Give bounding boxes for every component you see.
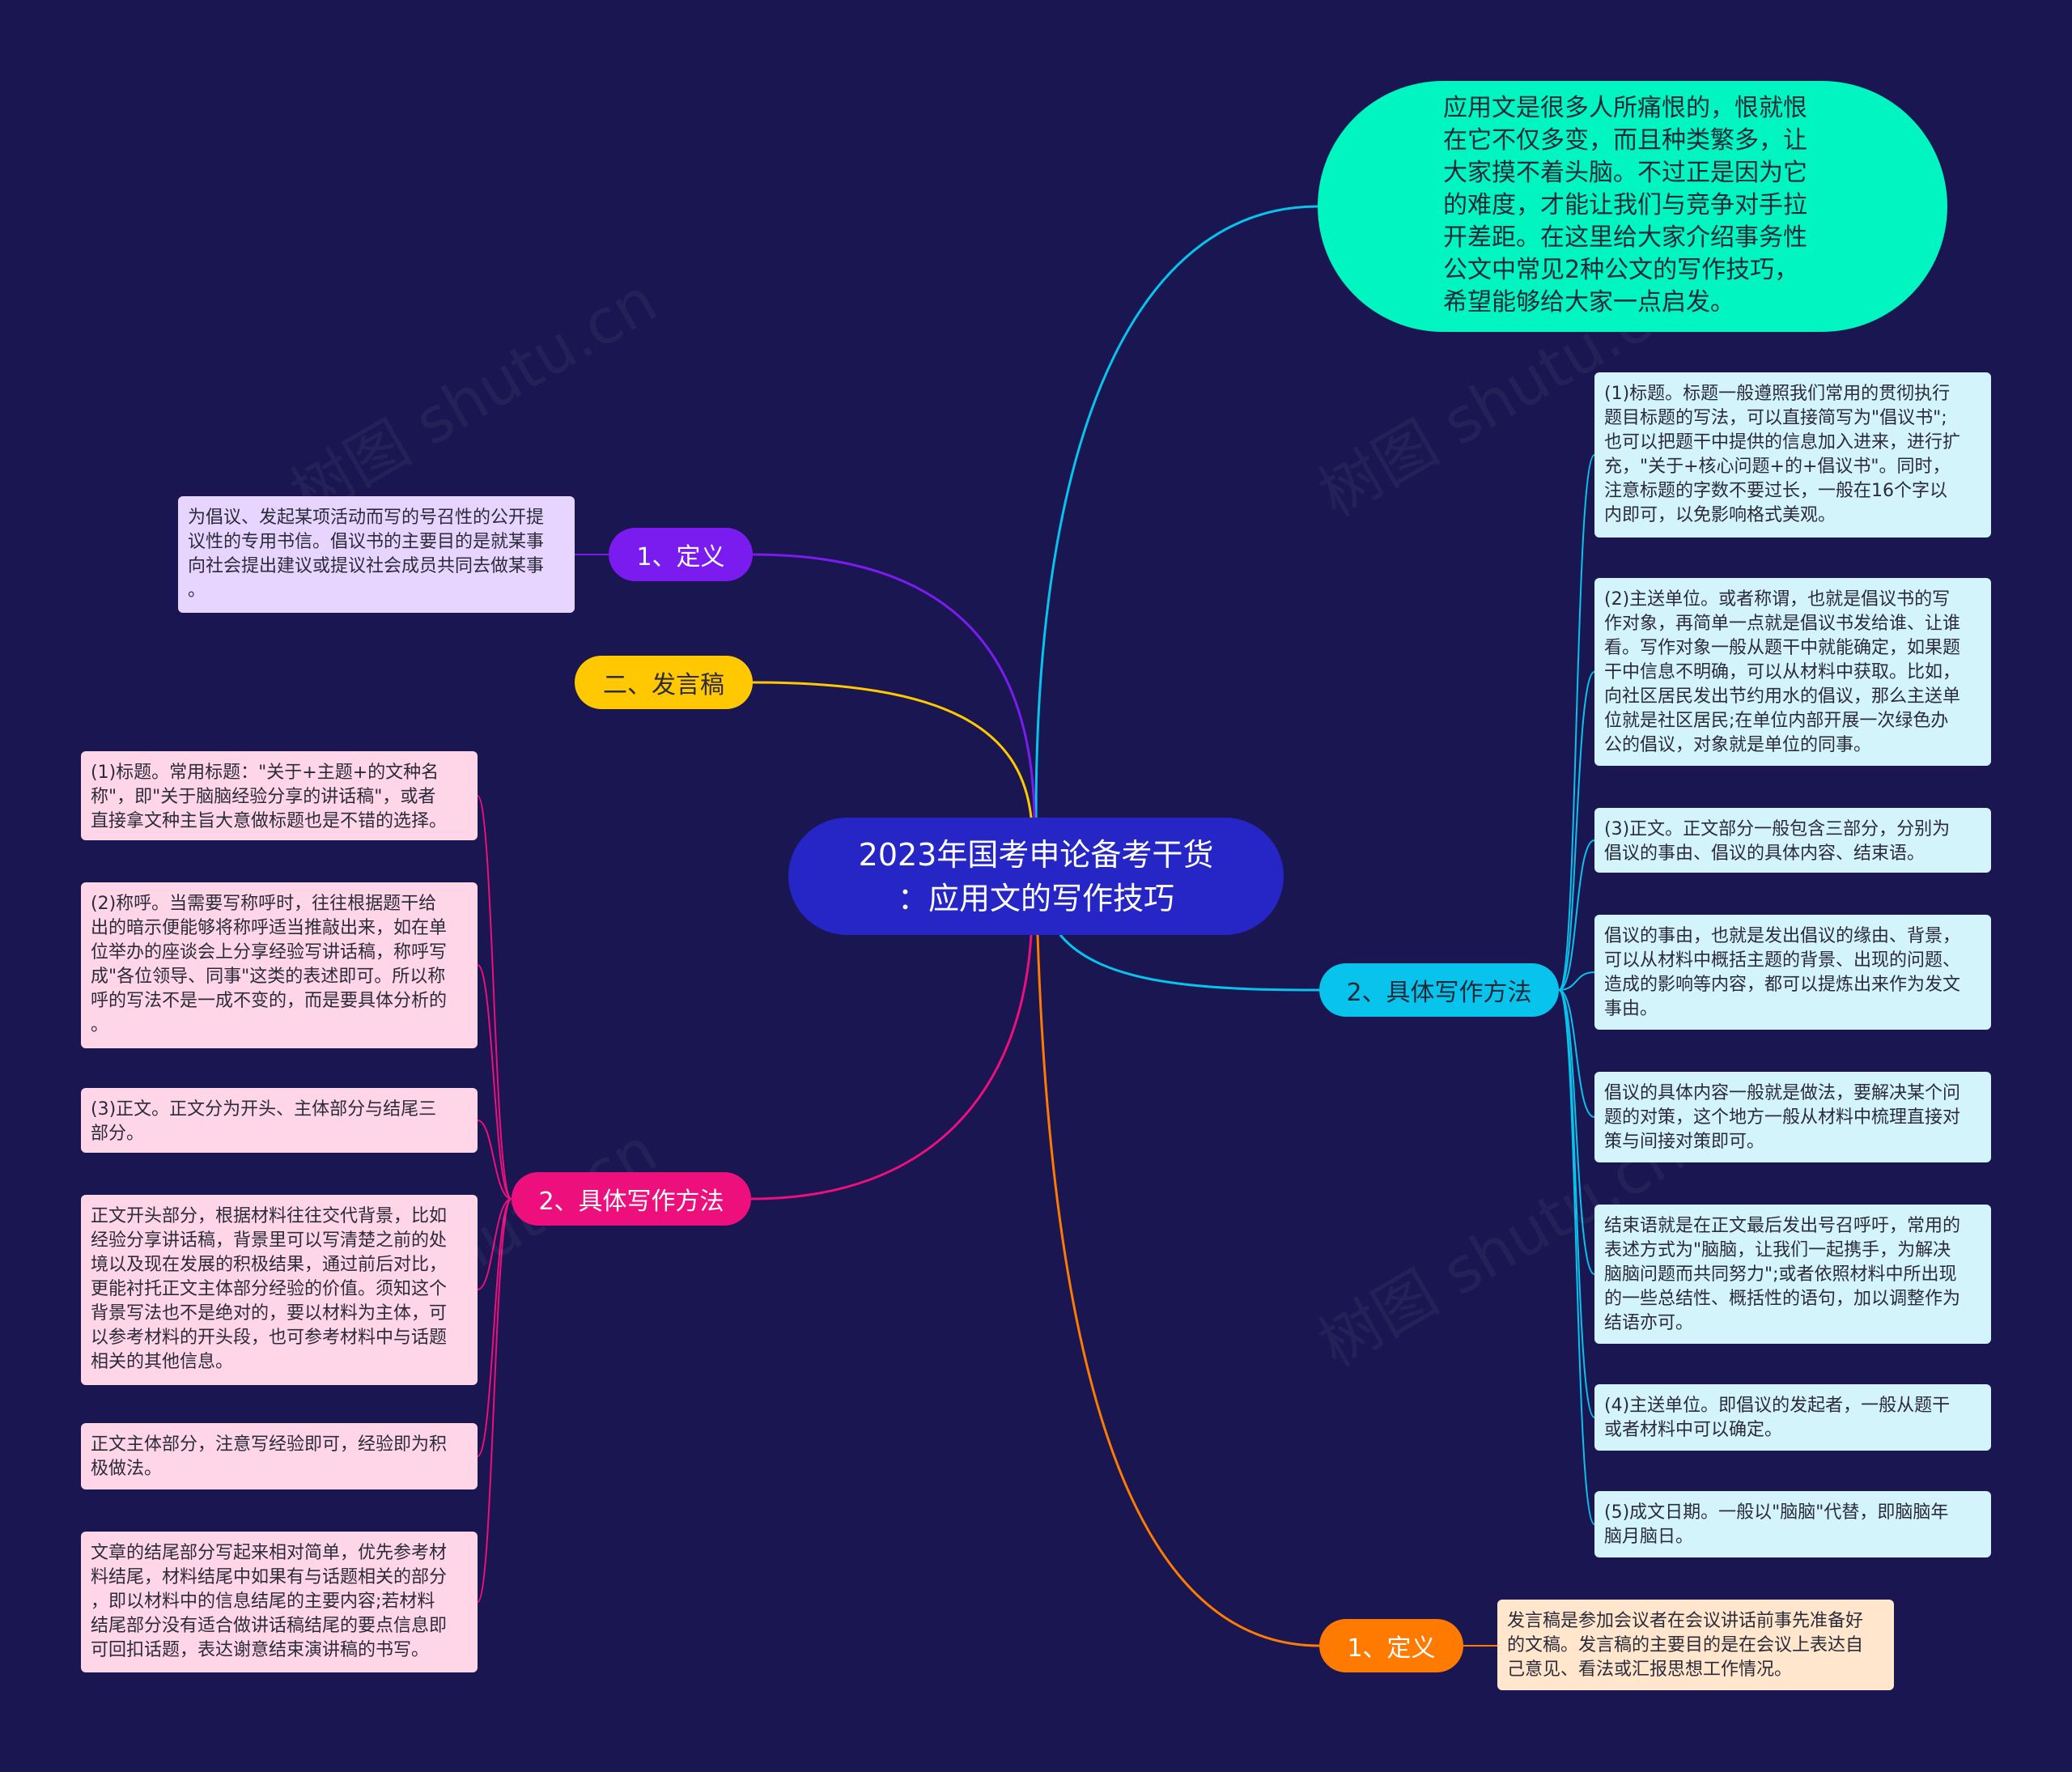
branch-label: 1、定义 (636, 543, 725, 572)
root-topic[interactable]: 2023年国考申论备考干货 ：应用文的写作技巧 (788, 818, 1284, 935)
branch-definition-left[interactable]: 1、定义 (609, 528, 753, 581)
edge-root-intro (1034, 205, 1318, 818)
edge-root-methods-right (1059, 934, 1320, 992)
edge-methods-right-card-8 (1558, 989, 1595, 1525)
edge-methods-left-card-1 (477, 795, 512, 1200)
branch-methods-left[interactable]: 2、具体写作方法 (512, 1172, 751, 1226)
methods-right-card-5: 倡议的具体内容一般就是做法，要解决某个问 题的对策，这个地方一般从材料中梳理直接… (1594, 1072, 1991, 1162)
edge-root-definition-right (1036, 934, 1320, 1647)
methods-left-card-4: 正文开头部分，根据材料往往交代背景，比如 经验分享讲话稿，背景里可以写清楚之前的… (81, 1195, 478, 1385)
methods-right-card-7: (4)主送单位。即倡议的发起者，一般从题干 或者材料中可以确定。 (1594, 1384, 1991, 1451)
branch-label: 2、具体写作方法 (538, 1188, 724, 1216)
edge-methods-left-card-2 (477, 964, 512, 1200)
methods-right-card-6: 结束语就是在正文最后发出号召呼吁，常用的 表述方式为"脑脑，让我们一起携手，为解… (1594, 1205, 1991, 1344)
edge-methods-left-card-5 (477, 1198, 512, 1457)
branch-speech[interactable]: 二、发言稿 (575, 656, 753, 709)
methods-right-card-4: 倡议的事由，也就是发出倡议的缘由、背景， 可以从材料中概括主题的背景、出现的问题… (1594, 915, 1991, 1030)
methods-left-card-5: 正文主体部分，注意写经验即可，经验即为积 极做法。 (81, 1423, 478, 1489)
methods-right-card-2: (2)主送单位。或者称谓，也就是倡议书的写 作对象，再简单一点就是倡议书发给谁、… (1594, 578, 1991, 766)
edge-methods-right-card-6 (1558, 989, 1595, 1275)
methods-left-card-6: 文章的结尾部分写起来相对简单，优先参考材 料结尾，材料结尾中如果有与话题相关的部… (81, 1532, 478, 1672)
methods-left-card-1: (1)标题。常用标题："关于+主题+的文种名 称"，即"关于脑脑经验分享的讲话稿… (81, 751, 478, 840)
methods-left-card-2: (2)称呼。当需要写称呼时，往往根据题干给 出的暗示便能够将称呼适当推敲出来，如… (81, 882, 478, 1048)
edge-methods-left-card-6 (477, 1198, 512, 1603)
methods-right-card-8: (5)成文日期。一般以"脑脑"代替，即脑脑年 脑月脑日。 (1594, 1491, 1991, 1557)
definition-right-card: 发言稿是参加会议者在会议讲话前事先准备好 的文稿。发言稿的主要目的是在会议上表达… (1497, 1600, 1894, 1690)
edge-methods-right-card-3 (1558, 839, 1595, 991)
edge-root-methods-left (750, 934, 1033, 1200)
intro-bubble[interactable]: 应用文是很多人所痛恨的，恨就恨 在它不仅多变，而且种类繁多，让 大家摸不着头脑。… (1318, 81, 1947, 332)
edge-root-speech (752, 681, 1033, 818)
edge-methods-right-card-1 (1558, 454, 1595, 991)
branch-label: 2、具体写作方法 (1346, 979, 1532, 1007)
definition-left-card: 为倡议、发起某项活动而写的号召性的公开提 议性的专用书信。倡议书的主要目的是就某… (178, 496, 575, 613)
edge-methods-left-card-3 (477, 1120, 512, 1200)
branch-label: 二、发言稿 (603, 671, 724, 699)
edge-methods-right-card-4 (1558, 971, 1595, 991)
branch-definition-right[interactable]: 1、定义 (1319, 1619, 1463, 1672)
edge-root-definition-left (752, 553, 1036, 818)
methods-left-card-3: (3)正文。正文分为开头、主体部分与结尾三 部分。 (81, 1088, 478, 1153)
root-title-line1: 2023年国考申论备考干货 (858, 836, 1214, 873)
root-title-line2: ：应用文的写作技巧 (897, 880, 1174, 916)
methods-right-card-3: (3)正文。正文部分一般包含三部分，分别为 倡议的事由、倡议的具体内容、结束语。 (1594, 808, 1991, 873)
branch-label: 1、定义 (1347, 1634, 1436, 1663)
methods-right-card-1: (1)标题。标题一般遵照我们常用的贯彻执行 题目标题的写法，可以直接简写为"倡议… (1594, 372, 1991, 538)
edge-methods-right-card-5 (1558, 989, 1595, 1118)
edge-methods-right-card-2 (1558, 671, 1595, 991)
edge-methods-left-card-4 (477, 1198, 512, 1290)
branch-methods-right[interactable]: 2、具体写作方法 (1319, 963, 1559, 1017)
